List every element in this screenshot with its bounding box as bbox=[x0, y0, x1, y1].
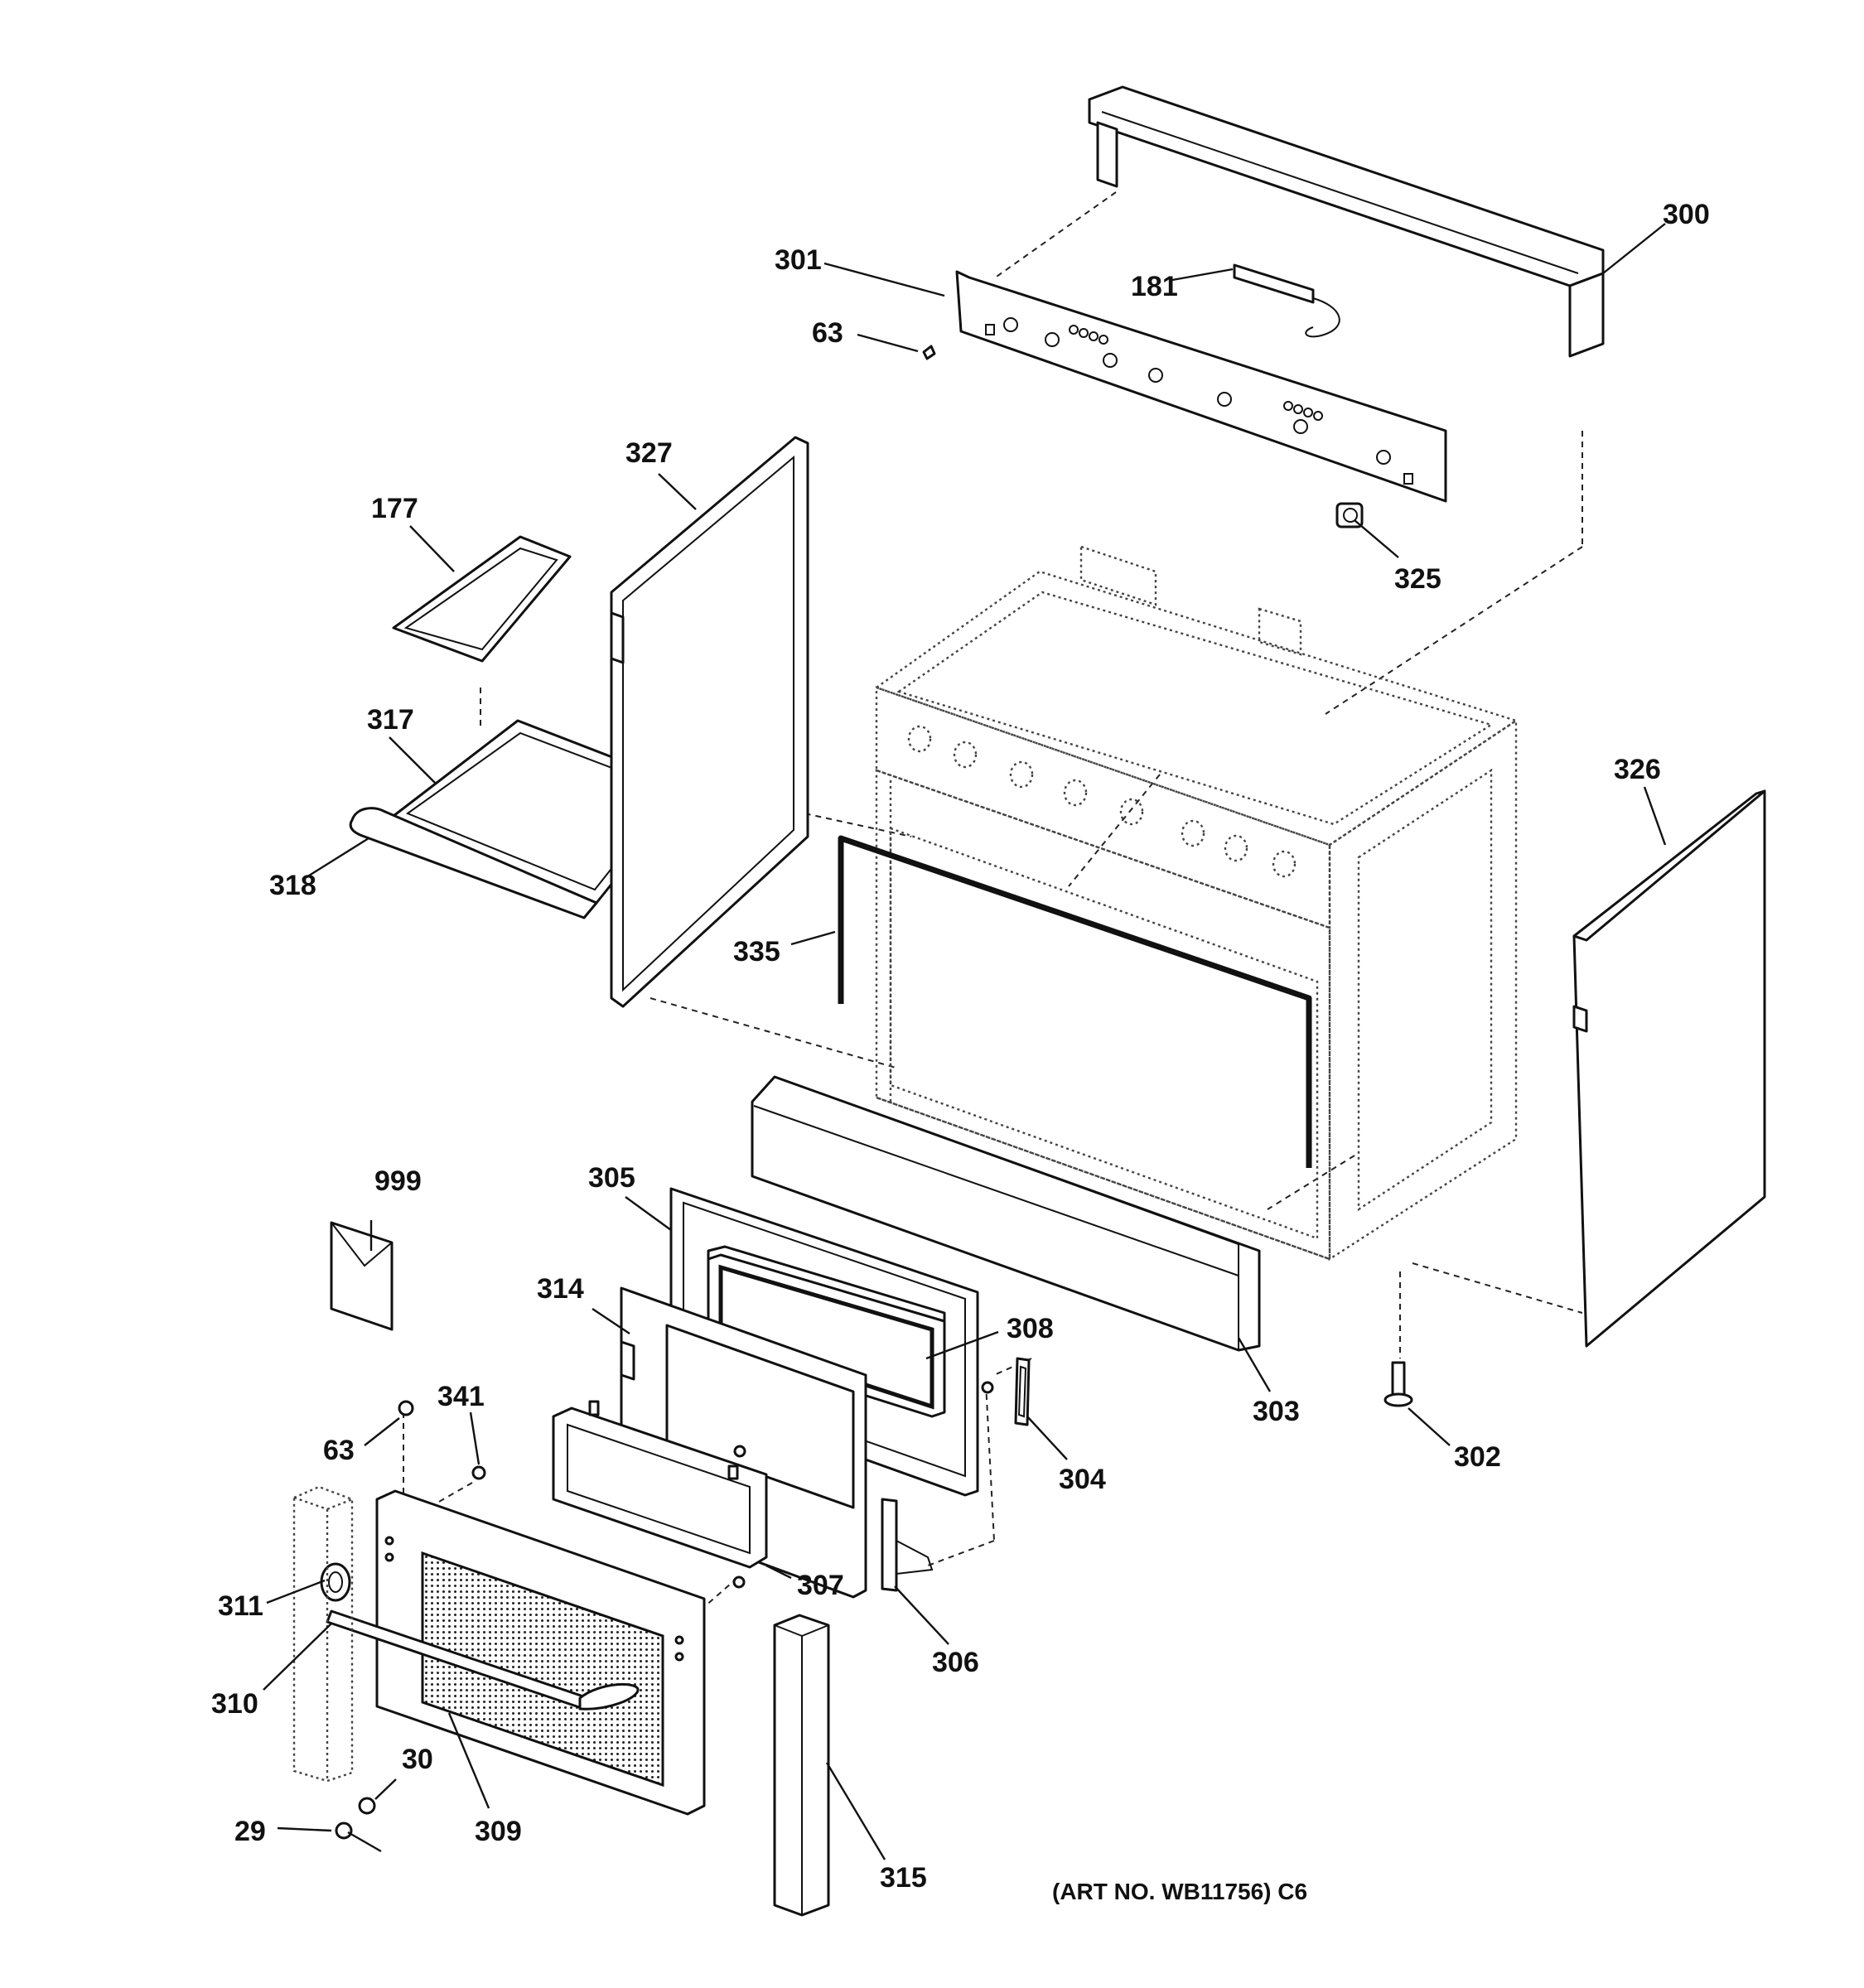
part-303-kick-panel bbox=[751, 1075, 1261, 1352]
range-body bbox=[874, 545, 1519, 1262]
callout-341: 341 bbox=[437, 1381, 485, 1412]
part-999-literature bbox=[330, 1221, 394, 1331]
part-306-hinge bbox=[881, 1498, 934, 1592]
callout-314: 314 bbox=[537, 1273, 584, 1305]
part-327-side-frame bbox=[610, 436, 809, 1008]
part-335-gasket bbox=[838, 835, 1312, 1168]
part-side-trim-left bbox=[292, 1485, 354, 1783]
callout-307: 307 bbox=[797, 1570, 844, 1601]
callout-303: 303 bbox=[1253, 1396, 1300, 1427]
part-181-switch bbox=[1233, 263, 1340, 338]
callout-335: 335 bbox=[733, 936, 780, 967]
callout-326: 326 bbox=[1614, 754, 1661, 785]
callout-999: 999 bbox=[374, 1165, 422, 1197]
art-number: (ART NO. WB11756) C6 bbox=[1052, 1879, 1307, 1904]
callout-300: 300 bbox=[1663, 199, 1710, 230]
callout-327: 327 bbox=[625, 437, 673, 469]
part-315-side-trim bbox=[773, 1614, 830, 1917]
callout-317: 317 bbox=[367, 704, 414, 736]
callout-177: 177 bbox=[371, 493, 418, 524]
part-302-leg-leveler bbox=[1384, 1361, 1413, 1407]
callout-29: 29 bbox=[234, 1816, 266, 1847]
part-310-door-handle bbox=[326, 1609, 640, 1711]
callout-325: 325 bbox=[1394, 563, 1441, 595]
callout-311: 311 bbox=[218, 1590, 263, 1622]
part-301-control-panel bbox=[955, 270, 1447, 503]
part-307-inner-window bbox=[552, 1400, 768, 1569]
callout-308: 308 bbox=[1007, 1313, 1054, 1344]
callout-301: 301 bbox=[775, 244, 822, 276]
part-300-top-trim bbox=[1088, 85, 1605, 358]
part-326-side-panel bbox=[1572, 789, 1766, 1348]
part-screws bbox=[398, 1381, 994, 1589]
callout-309: 309 bbox=[475, 1816, 522, 1847]
part-318-handle bbox=[349, 807, 598, 919]
part-304-hinge-receiver bbox=[1014, 1357, 1031, 1426]
callout-30: 30 bbox=[402, 1744, 433, 1775]
callout-318: 318 bbox=[269, 870, 316, 901]
callout-63-top: 63 bbox=[812, 317, 843, 349]
part-309-outer-door bbox=[375, 1489, 706, 1816]
part-29-hinge-pin bbox=[335, 1822, 382, 1853]
part-30-grommet bbox=[358, 1797, 376, 1815]
part-63-screw-top bbox=[922, 345, 936, 360]
part-177-filter bbox=[392, 535, 572, 663]
part-311-handle-cap bbox=[320, 1562, 351, 1602]
callout-306: 306 bbox=[932, 1647, 979, 1678]
callout-labels: 300 301 181 63 325 327 177 317 318 335 3… bbox=[211, 199, 1710, 1904]
callout-305: 305 bbox=[588, 1162, 635, 1194]
leader-lines bbox=[263, 223, 1667, 1860]
callout-315: 315 bbox=[880, 1862, 927, 1894]
callout-310: 310 bbox=[211, 1688, 258, 1720]
callout-302: 302 bbox=[1454, 1441, 1501, 1473]
callout-181: 181 bbox=[1131, 271, 1178, 302]
callout-63-bottom: 63 bbox=[323, 1435, 355, 1466]
callout-304: 304 bbox=[1059, 1464, 1106, 1495]
